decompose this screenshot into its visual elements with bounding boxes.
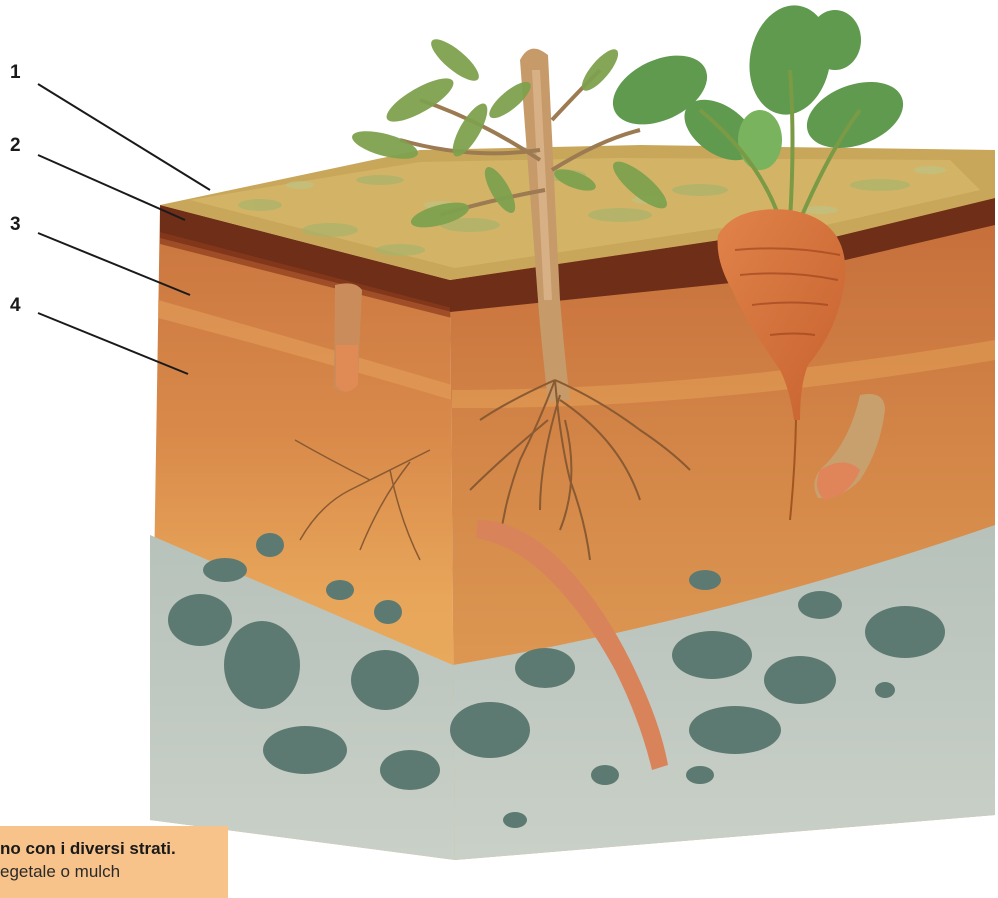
label-1: 1 — [10, 62, 21, 83]
label-4: 4 — [10, 295, 21, 316]
side-face — [450, 195, 995, 860]
caption-item: egetale o mulch — [0, 862, 120, 882]
caption-title: no con i diversi strati. — [0, 839, 228, 859]
label-2: 2 — [10, 135, 21, 156]
label-3: 3 — [10, 214, 21, 235]
leader-line-2 — [38, 155, 185, 220]
caption-box: no con i diversi strati. egetale o mulch — [0, 826, 228, 898]
leader-line-1 — [38, 84, 210, 190]
